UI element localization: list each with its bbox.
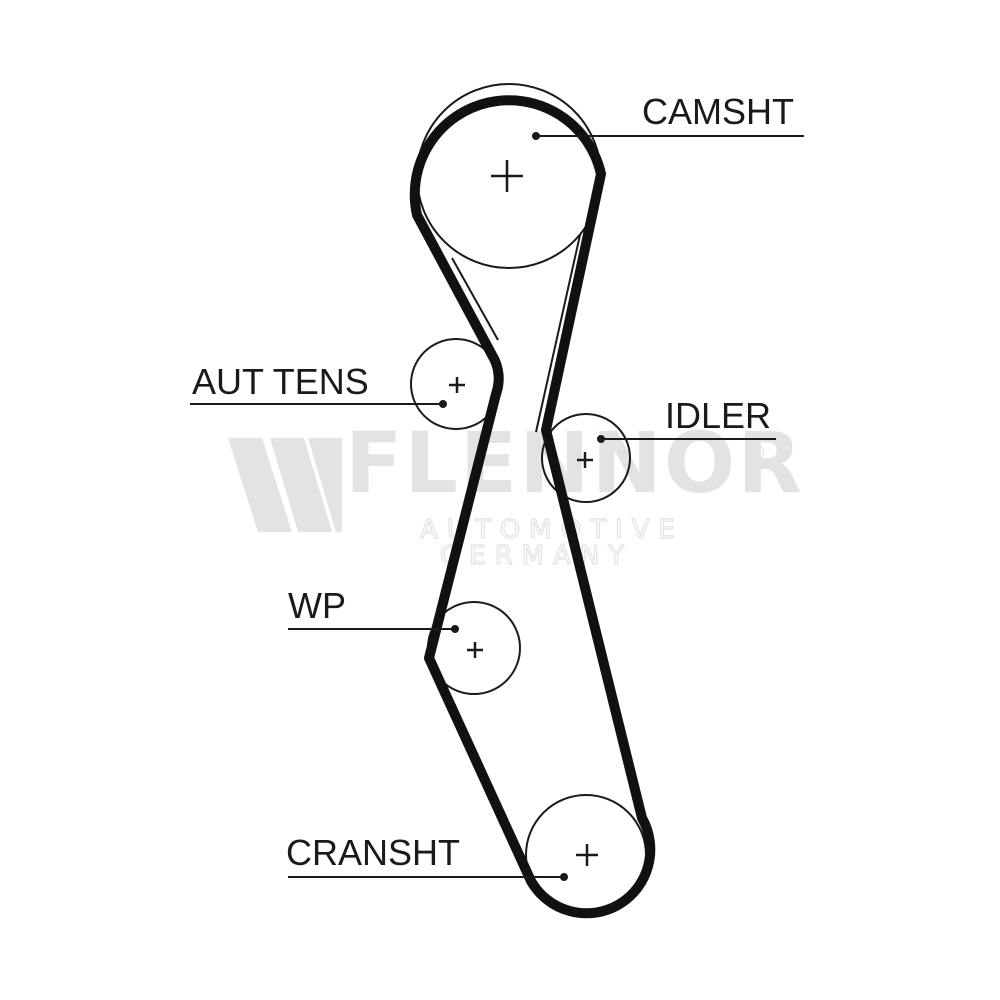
- crankshaft-leader: [288, 873, 568, 881]
- water-pump-center-icon: [467, 642, 483, 658]
- watermark-registered: ®: [745, 441, 767, 466]
- watermark: FLENNOR ® AUTOMOTIVE GERMANY: [228, 414, 804, 572]
- camshaft-leader: [532, 132, 804, 140]
- tensioner-label: AUT TENS: [192, 361, 369, 402]
- camshaft-label: CAMSHT: [642, 91, 794, 132]
- belt-inner-edge: [451, 257, 499, 341]
- idler-label: IDLER: [665, 395, 771, 436]
- flennor-logo-icon: [228, 438, 342, 532]
- crankshaft-label: CRANSHT: [286, 832, 460, 873]
- timing-belt: [409, 95, 656, 919]
- water-pump-label: WP: [288, 585, 346, 626]
- camshaft-center-icon: [491, 160, 523, 192]
- idler-center-icon: [577, 452, 593, 468]
- watermark-brand: FLENNOR: [345, 414, 804, 512]
- belt-inner-edge-right: [535, 234, 581, 433]
- watermark-line2: GERMANY: [440, 541, 633, 571]
- crankshaft-center-icon: [576, 844, 598, 866]
- idler-pulley: [541, 413, 631, 503]
- idler-leader: [597, 435, 776, 443]
- tensioner-center-icon: [449, 377, 465, 393]
- tensioner-leader: [190, 400, 447, 408]
- water-pump-leader: [288, 625, 459, 633]
